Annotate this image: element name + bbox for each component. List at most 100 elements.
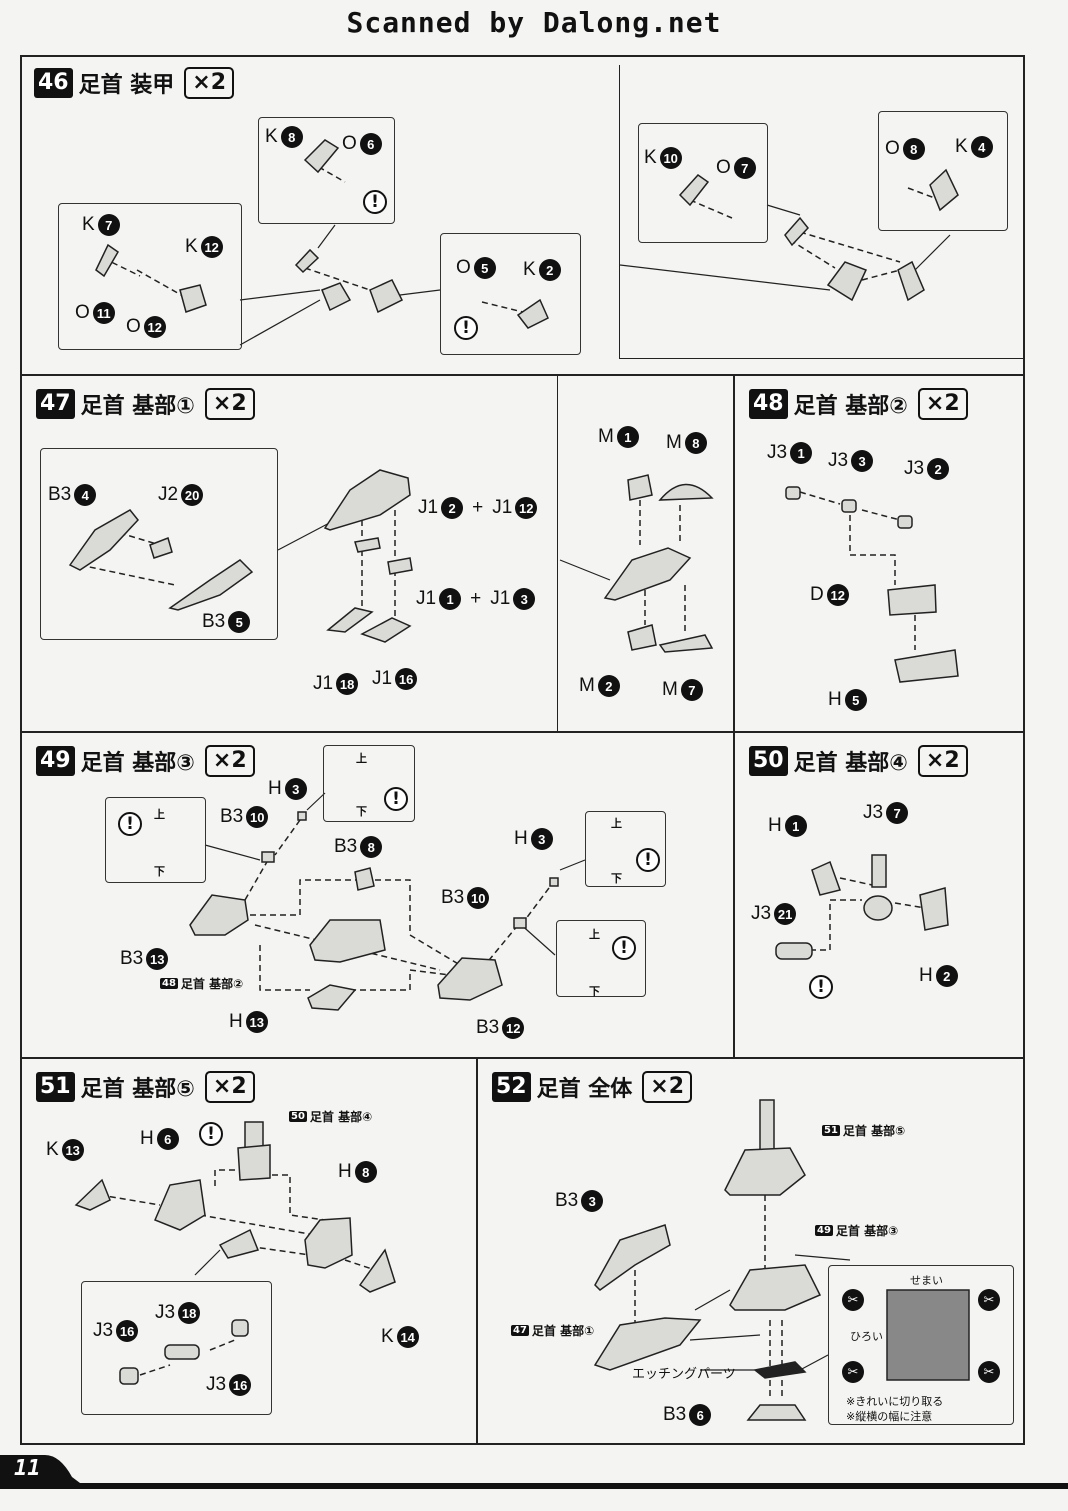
wide-label: ひろい xyxy=(850,1330,883,1343)
step-number: 46 xyxy=(34,68,73,98)
up-label: 上 xyxy=(611,818,622,830)
etching-parts-label: エッチングパーツ xyxy=(632,1367,736,1382)
step-title: 足首 基部① xyxy=(80,394,195,419)
step-title: 足首 基部② xyxy=(793,394,908,419)
divider xyxy=(619,358,1025,359)
up-label: 上 xyxy=(589,929,600,941)
step-number: 47 xyxy=(36,389,75,419)
step-title: 足首 装甲 xyxy=(78,73,175,98)
cut-mark-icon: ✂ xyxy=(978,1289,1000,1311)
inset-o5-k2 xyxy=(440,233,581,355)
warning-icon: ! xyxy=(384,787,408,811)
step-48-panel: 48 足首 基部② ×2 xyxy=(733,374,1025,733)
scan-header: Scanned by Dalong.net xyxy=(346,6,722,39)
step-52-header: 52 足首 全体 ×2 xyxy=(492,1071,693,1103)
inset-j3-shafts xyxy=(81,1281,272,1415)
step-title: 足首 基部⑤ xyxy=(80,1077,195,1102)
step-51-header: 51 足首 基部⑤ ×2 xyxy=(36,1071,255,1103)
cut-mark-icon: ✂ xyxy=(978,1361,1000,1383)
divider xyxy=(619,65,620,358)
down-label: 下 xyxy=(589,986,600,998)
step-multiplier: ×2 xyxy=(917,745,968,777)
warning-icon: ! xyxy=(118,812,142,836)
step-multiplier: ×2 xyxy=(642,1071,693,1103)
etching-detail-inset xyxy=(828,1265,1014,1425)
warning-icon: ! xyxy=(636,848,660,872)
step-50-panel: 50 足首 基部④ ×2 xyxy=(733,731,1025,1059)
warning-icon: ! xyxy=(454,316,478,340)
step-48-header: 48 足首 基部② ×2 xyxy=(749,388,968,420)
inset-k8-o6 xyxy=(258,117,395,224)
orientation-inset xyxy=(556,920,646,997)
divider xyxy=(557,376,558,731)
step-multiplier: ×2 xyxy=(204,1071,255,1103)
footer-bar xyxy=(0,1455,1068,1489)
step-title: 足首 基部④ xyxy=(793,751,908,776)
step-number: 51 xyxy=(36,1072,75,1102)
step-title: 足首 全体 xyxy=(536,1077,633,1102)
orientation-inset xyxy=(585,811,666,887)
step-49-header: 49 足首 基部③ ×2 xyxy=(36,745,255,777)
cut-mark-icon: ✂ xyxy=(842,1361,864,1383)
step-47-header: 47 足首 基部① ×2 xyxy=(36,388,255,420)
up-label: 上 xyxy=(154,809,165,821)
step-46-header: 46 足首 装甲 ×2 xyxy=(34,67,235,99)
step-50-header: 50 足首 基部④ ×2 xyxy=(749,745,968,777)
warning-icon: ! xyxy=(809,975,833,999)
narrow-label: せまい xyxy=(910,1274,943,1287)
inset-b3-j2 xyxy=(40,448,278,640)
step-number: 48 xyxy=(749,389,788,419)
step-51-panel: 51 足首 基部⑤ ×2 xyxy=(20,1057,478,1445)
step-multiplier: ×2 xyxy=(184,67,235,99)
orientation-inset xyxy=(323,745,415,822)
step-52-panel: 52 足首 全体 ×2 xyxy=(476,1057,1025,1445)
down-label: 下 xyxy=(356,806,367,818)
warning-icon: ! xyxy=(612,936,636,960)
page-number: 11 xyxy=(14,1456,41,1481)
step-multiplier: ×2 xyxy=(204,745,255,777)
down-label: 下 xyxy=(154,866,165,878)
